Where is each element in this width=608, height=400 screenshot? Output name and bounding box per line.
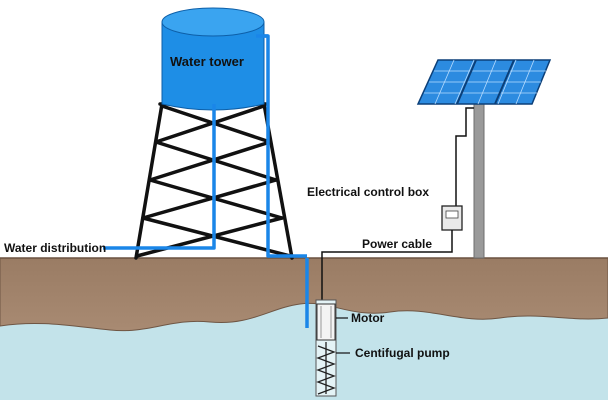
label-electrical-control-box: Electrical control box (307, 185, 429, 199)
soil-layer (0, 257, 608, 332)
solar-pole (473, 97, 485, 259)
motor (316, 303, 336, 341)
power-cable (321, 230, 453, 304)
water-tank (161, 7, 265, 111)
label-water-distribution: Water distribution (4, 241, 106, 255)
control-box (441, 205, 463, 231)
label-water-tower: Water tower (170, 54, 244, 69)
label-power-cable: Power cable (362, 237, 432, 251)
panel-cable (455, 107, 474, 206)
label-centrifugal-pump: Centifugal pump (355, 346, 450, 360)
label-motor: Motor (351, 311, 385, 325)
centrifugal-pump (316, 342, 336, 395)
solar-panel (416, 59, 552, 105)
